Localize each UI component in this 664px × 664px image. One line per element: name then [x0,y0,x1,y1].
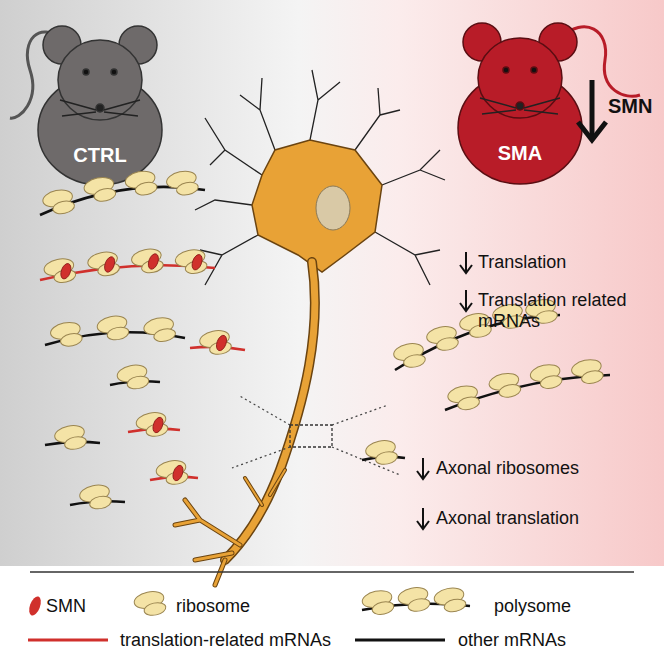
black-mrna-sample [355,639,445,642]
smn-protein [151,416,165,434]
ribosome-icon [488,371,522,399]
ribosome-icon [361,588,395,616]
legend-label: other mRNAs [458,630,566,651]
neuron [175,70,445,585]
ribosome-icon [570,357,604,385]
annotation-label: Axonal ribosomes [436,458,579,479]
legend-label: ribosome [176,596,250,617]
smn-protein [215,334,229,352]
ribosome-icon [49,320,83,348]
ribosome-icon [433,586,467,614]
ribosome-icon [165,169,199,197]
legend-rule [30,571,634,573]
ribosome-icon [43,256,77,284]
smn-protein [190,253,204,271]
legend-swatch [27,595,43,617]
ribosome-icon [397,585,431,613]
smn-protein [59,262,73,280]
ribosome-icon [529,362,563,390]
ribosome-icon [142,315,176,343]
ribosome-icon [446,383,480,411]
ribosome-icon [116,363,150,391]
annotation-label: Translation [478,252,566,273]
ribosome-icon [86,250,120,278]
ribosome-icon [425,324,459,352]
mouse-body: CTRL [45,135,155,175]
smn-protein [171,464,185,482]
red-mrna-sample [28,639,108,642]
mouse-body: SMA [465,133,575,173]
ribosome-icon [392,341,426,369]
annotation-label: Axonal translation [436,508,579,529]
ribosomes [40,169,610,617]
ribosome-icon [124,169,158,197]
ribosome-icon [53,423,87,451]
legend-label: SMN [46,596,86,617]
ribosome-icon [364,438,398,466]
ribosome-icon [130,247,164,275]
ctrl-mouse [10,26,162,185]
ribosome-icon [83,175,117,203]
ribosome-icon [198,328,232,356]
ribosome-icon [78,483,112,511]
smn-protein [146,252,160,270]
ribosome-icon [174,247,208,275]
annotation-label: SMN [608,96,662,117]
ribosome-icon [135,410,169,438]
ribosome-icon [133,589,167,617]
legend-label: polysome [494,596,571,617]
mouse-label: CTRL [73,144,126,167]
ribosome-icon [96,314,130,342]
annotation-label: Translation related mRNAs [478,290,638,332]
ribosome-icon [41,187,75,215]
smn-down-arrow [578,80,606,140]
mouse-label: SMA [498,142,542,165]
legend-label: translation-related mRNAs [120,630,331,651]
ribosome-icon [155,458,189,486]
smn-protein [103,255,117,273]
